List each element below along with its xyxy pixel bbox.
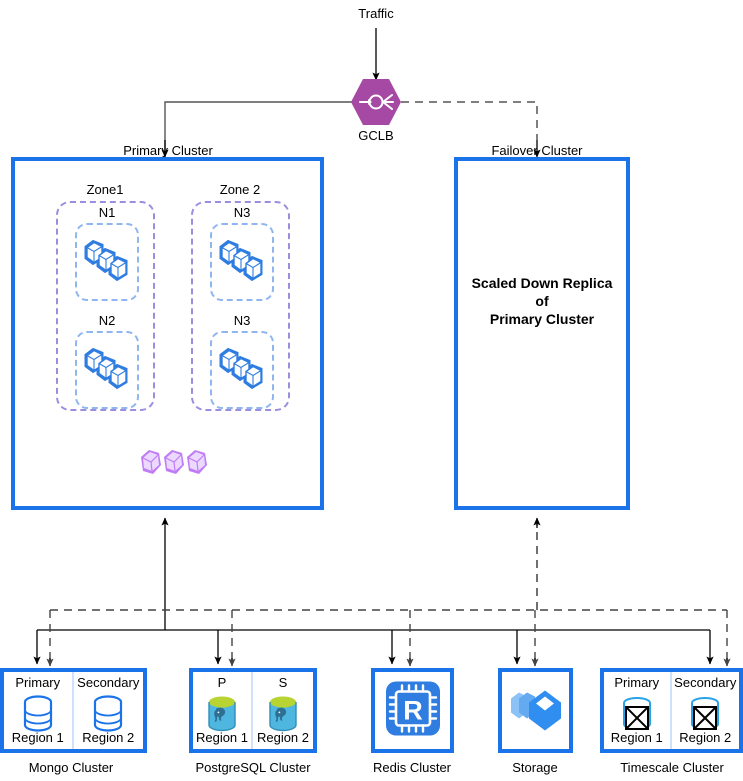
postgresql-cluster-box[interactable]: P Region 1 S <box>189 668 317 753</box>
timescale-cylinder-icon <box>685 694 725 739</box>
timescale-cluster-box[interactable]: Primary Region 1 Secondary <box>600 668 743 753</box>
postgres-secondary-role: S <box>278 675 288 690</box>
postgres-secondary-region: Region 2 <box>256 730 310 745</box>
load-balancer-icon <box>351 79 401 125</box>
postgres-primary-role: P <box>217 675 227 690</box>
storage-box[interactable] <box>498 668 573 753</box>
database-cylinder-icon <box>90 694 126 739</box>
zone-label-2: Zone 2 <box>219 182 261 197</box>
gclb-label: GCLB <box>358 128 394 143</box>
zone-box-1[interactable]: N1 <box>56 201 155 411</box>
gclb-node[interactable] <box>350 78 402 126</box>
kubernetes-pods-icon <box>79 343 135 398</box>
mongo-cluster-caption: Mongo Cluster <box>28 760 114 775</box>
mongo-secondary-region: Region 2 <box>82 730 135 745</box>
failover-cluster-title: Failover Cluster <box>491 143 583 158</box>
primary-cluster-title: Primary Cluster <box>123 143 213 158</box>
cloud-storage-cubes-icon <box>505 682 567 739</box>
postgres-primary-region: Region 1 <box>195 730 249 745</box>
node-box-n2[interactable] <box>75 331 139 409</box>
mongo-secondary-half[interactable]: Secondary Region 2 <box>74 672 144 749</box>
primary-cluster-box[interactable]: Zone1 N1 <box>11 157 324 510</box>
node-box-n3-a[interactable] <box>210 223 274 301</box>
redis-chip-icon: R <box>382 677 444 744</box>
purple-pods-icon <box>138 446 218 482</box>
redis-cluster-box[interactable]: R <box>371 668 454 753</box>
zone-box-2[interactable]: N3 <box>191 201 290 411</box>
postgresql-cluster-caption: PostgreSQL Cluster <box>195 760 311 775</box>
postgres-primary-half[interactable]: P Region 1 <box>193 672 253 749</box>
redis-cluster-caption: Redis Cluster <box>372 760 452 775</box>
zone-label-1: Zone1 <box>86 182 124 197</box>
dashed-datastore-bus <box>46 609 731 667</box>
timescale-secondary-role: Secondary <box>674 675 737 690</box>
mongo-secondary-role: Secondary <box>77 675 140 690</box>
mongo-primary-role: Primary <box>15 675 61 690</box>
timescale-primary-half[interactable]: Primary Region 1 <box>604 672 672 749</box>
failover-body-line-2: of <box>535 293 549 309</box>
node-label-n1: N1 <box>98 205 116 220</box>
solid-datastore-bus <box>33 629 714 665</box>
mongo-primary-half[interactable]: Primary Region 1 <box>4 672 74 749</box>
node-box-n1[interactable] <box>75 223 139 301</box>
mongo-cluster-box[interactable]: Primary Region 1 Secondary <box>0 668 147 753</box>
node-label-n3-a: N3 <box>233 205 251 220</box>
mongo-primary-region: Region 1 <box>11 730 64 745</box>
postgres-elephant-icon <box>265 694 301 739</box>
svg-text:R: R <box>403 695 423 725</box>
postgres-secondary-half[interactable]: S Region 2 <box>253 672 313 749</box>
node-box-n3-b[interactable] <box>210 331 274 409</box>
timescale-primary-region: Region 1 <box>610 730 663 745</box>
failover-cluster-box[interactable]: Scaled Down Replica of Primary Cluster <box>454 157 630 510</box>
node-label-n2: N2 <box>98 313 116 328</box>
timescale-secondary-region: Region 2 <box>679 730 732 745</box>
failover-body-line-3: Primary Cluster <box>489 311 595 327</box>
postgres-elephant-icon <box>204 694 240 739</box>
timescale-cylinder-icon <box>617 694 657 739</box>
kubernetes-pods-icon <box>214 343 270 398</box>
traffic-label: Traffic <box>358 6 394 21</box>
kubernetes-pods-icon <box>214 235 270 290</box>
timescale-primary-role: Primary <box>614 675 660 690</box>
database-cylinder-icon <box>20 694 56 739</box>
timescale-secondary-half[interactable]: Secondary Region 2 <box>672 672 740 749</box>
timescale-cluster-caption: Timescale Cluster <box>620 760 724 775</box>
kubernetes-pods-icon <box>79 235 135 290</box>
storage-caption: Storage <box>512 760 558 775</box>
node-label-n3-b: N3 <box>233 313 251 328</box>
failover-body-line-1: Scaled Down Replica <box>471 275 613 291</box>
